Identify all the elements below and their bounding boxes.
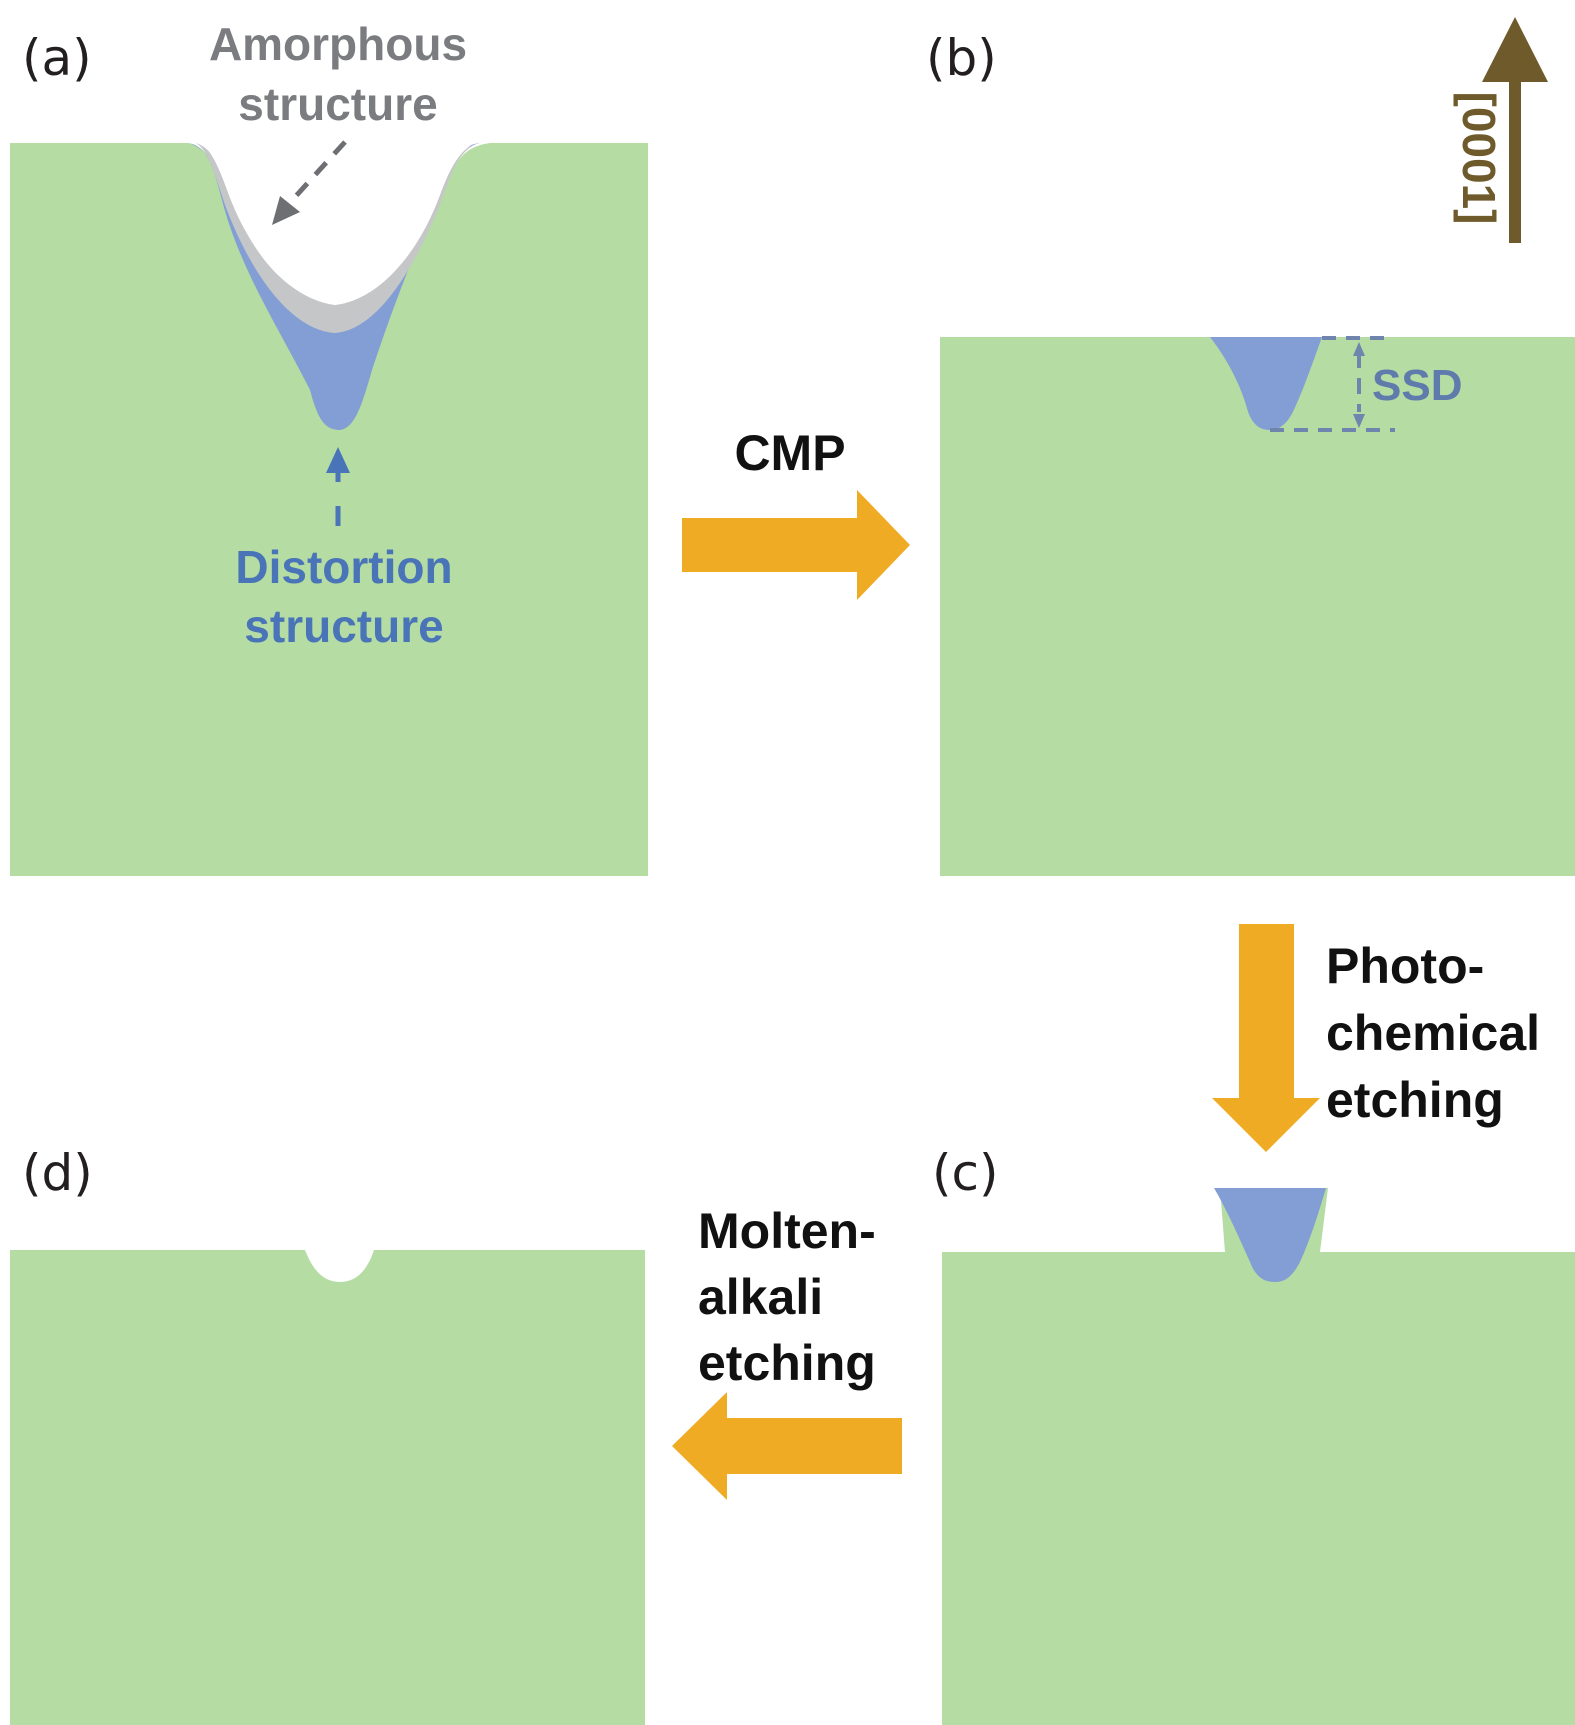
groove-cavity-a [200, 143, 475, 305]
molten-alkali-label-line3: etching [698, 1335, 876, 1391]
amorphous-label-line2: structure [238, 78, 437, 130]
cmp-step: CMP [682, 425, 910, 600]
panel-a-label: (a) [22, 29, 92, 87]
molten-alkali-label-line1: Molten- [698, 1203, 876, 1259]
panel-b: (b) SSD [0001] [926, 17, 1575, 876]
molten-alkali-step: Molten- alkali etching [672, 1203, 902, 1500]
cmp-label: CMP [734, 425, 845, 481]
amorphous-pointer-arrow [272, 140, 347, 225]
molten-alkali-arrow-icon [672, 1392, 902, 1500]
ssd-arrow-up-icon [1353, 342, 1365, 356]
distortion-layer-b [1210, 337, 1322, 430]
substrate-a [10, 143, 648, 876]
ssd-arrow-down-icon [1353, 414, 1365, 428]
distortion-pointer-arrow [326, 447, 350, 526]
photochemical-label-line2: chemical [1326, 1005, 1540, 1061]
panel-b-label: (b) [926, 29, 997, 87]
direction-label: [0001] [1453, 92, 1505, 225]
distortion-layer-c [1214, 1188, 1326, 1282]
direction-arrow-icon [1482, 17, 1548, 82]
distortion-label-line2: structure [244, 600, 443, 652]
cmp-arrow-icon [682, 490, 910, 600]
panel-c: (c) [932, 1144, 1575, 1725]
crystal-direction-indicator: [0001] [1453, 17, 1548, 243]
ssd-label: SSD [1372, 361, 1462, 410]
panel-a: (a) Amorphous structure Distortion struc… [10, 18, 648, 876]
panel-d: (d) [10, 1144, 645, 1725]
distortion-label-line1: Distortion [235, 541, 452, 593]
distortion-layer-a [188, 143, 480, 430]
molten-alkali-label-line2: alkali [698, 1269, 823, 1325]
substrate-b [940, 337, 1575, 876]
substrate-d [10, 1250, 645, 1725]
photochemical-label-line3: etching [1326, 1072, 1504, 1128]
ssd-marker [1270, 336, 1395, 432]
photochemical-step: Photo- chemical etching [1212, 924, 1540, 1152]
panel-c-label: (c) [932, 1144, 999, 1202]
photochemical-arrow-icon [1212, 924, 1320, 1152]
substrate-c [942, 1188, 1575, 1725]
panel-d-label: (d) [22, 1144, 93, 1202]
amorphous-label-line1: Amorphous [209, 18, 467, 70]
amorphous-layer-a [196, 143, 478, 333]
photochemical-label-line1: Photo- [1326, 938, 1484, 994]
